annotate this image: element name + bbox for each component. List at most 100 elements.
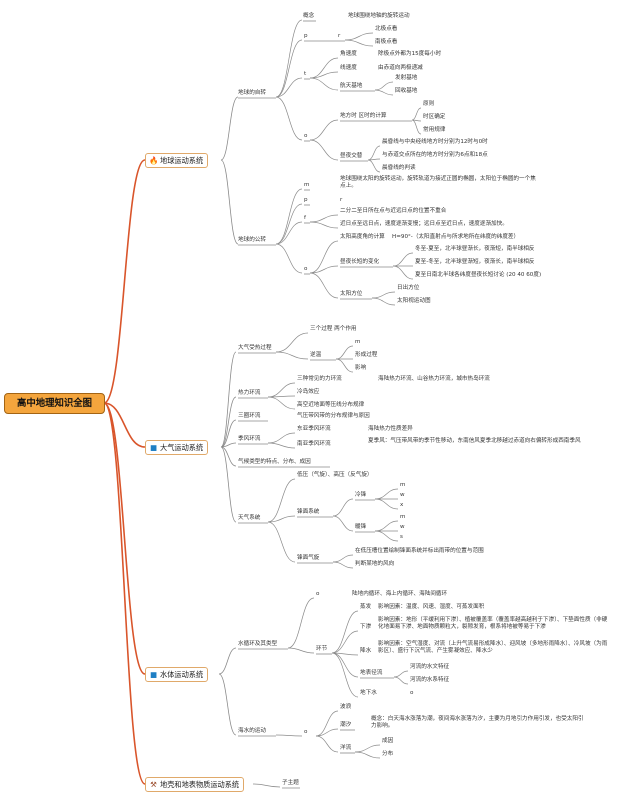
connector [220,396,237,448]
node-surface-runoff[interactable]: 地表径流 [360,670,383,676]
node-launch-base[interactable]: 发射基地 [395,75,418,81]
node-thermal-circulation[interactable]: 热力环流 [238,390,261,396]
node-seawater-motion[interactable]: 海水的运动 [238,728,266,734]
node-recovery-base[interactable]: 回收基地 [395,88,418,94]
connector [267,382,296,398]
node-solar-altitude[interactable]: 太阳高度角的计算 [340,234,385,240]
node-north-pole-view[interactable]: 北极点看 [375,26,398,32]
node-subtopic[interactable]: 子主题 [282,780,299,786]
connector [220,96,239,161]
node-inversion[interactable]: 逆温 [310,352,322,358]
node-waves[interactable]: 波浪 [340,704,352,710]
node-water-cycle[interactable]: 水循环及其类型 [238,641,278,647]
connector [220,159,239,245]
node-space-base[interactable]: 航天基地 [340,83,363,89]
connector [367,145,381,161]
category-water-motion[interactable]: ■水体运动系统 [145,667,209,682]
connector [220,442,237,448]
node-formation[interactable]: 形成过程 [355,352,378,358]
node-o[interactable]: o [304,266,308,272]
connector [374,488,399,500]
node-p[interactable]: p [304,197,308,203]
node-frontal-cyclone[interactable]: 锋面气旋 [297,555,320,561]
node-tides[interactable]: 潮汐 [340,722,352,728]
node-m[interactable]: m [355,339,361,345]
node-linear-speed-text: 由赤道向两极递减 [378,65,423,71]
node-o[interactable]: o [304,729,308,735]
node-sunrise-direction[interactable]: 日出方位 [397,285,420,291]
node-sun-direction[interactable]: 太阳方位 [340,291,363,297]
node-warm-m: m [400,514,406,520]
node-cyclone-anticyclone[interactable]: 低压（气旋）、高压（反气旋） [297,472,373,478]
connector [335,358,354,373]
connector [393,676,409,685]
connector [331,610,359,654]
node-r[interactable]: r [338,33,341,39]
root-title[interactable]: 高中地理知识全图 [4,393,105,414]
node-m[interactable]: m [304,182,310,188]
category-label: 地壳和地表物质运动系统 [160,780,240,789]
node-weather-system[interactable]: 天气系统 [238,515,261,521]
node-o[interactable]: o [304,133,308,139]
connector [267,521,296,563]
node-time-zone[interactable]: 时区确定 [423,114,446,120]
node-south-pole-view[interactable]: 南极点看 [375,39,398,45]
node-day-night[interactable]: 昼夜交替 [340,153,363,159]
node-groundwater-o: o [410,690,414,696]
node-rotation[interactable]: 地球的自转 [238,90,266,96]
node-climate-types[interactable]: 气候类型的特点、分布、成因 [238,459,311,465]
connector [332,561,354,569]
connector [218,647,237,675]
node-three-processes[interactable]: 三个过程 两个作用 [310,326,357,332]
node-revolution[interactable]: 地球的公转 [238,237,266,243]
node-concept[interactable]: 概念 [303,13,315,19]
node-south-asia-monsoon[interactable]: 南亚季风环流 [297,441,331,447]
node-cause[interactable]: 成因 [382,738,394,744]
node-isobar-rule[interactable]: 高空近地面等压线分布规律 [297,402,365,408]
node-distribution[interactable]: 分布 [382,751,394,757]
node-groundwater[interactable]: 地下水 [360,690,377,696]
connector [252,783,281,788]
node-angular-speed[interactable]: 角速度 [340,51,357,57]
node-local-time[interactable]: 地方时 区时的计算 [340,113,387,119]
node-revolution-definition: 地球围绕太阳的旋转运动，旋转轨道为接近正圆的椭圆，太阳位于椭圆的一个焦点上。 [340,176,536,190]
node-cold-island[interactable]: 冷岛效应 [297,389,320,395]
node-cold-front[interactable]: 冷锋 [355,492,367,498]
connector [331,652,359,678]
node-three-circulations[interactable]: 三种常见的力环流 [297,376,342,382]
node-linear-speed[interactable]: 线速度 [340,65,357,71]
connector [371,297,396,306]
category-earth-motion[interactable]: 🔥地球运动系统 [145,153,209,168]
node-heating-process[interactable]: 大气受热过程 [238,345,272,351]
tools-icon: ⚒ [150,780,157,789]
connector [411,119,422,135]
node-precipitation[interactable]: 降水 [360,648,372,654]
node-three-cell[interactable]: 三圈环流 [238,413,261,419]
node-east-asia-monsoon[interactable]: 东亚季风环流 [297,426,331,432]
node-principle[interactable]: 原则 [423,101,435,107]
node-cycle-types: 陆地内循环、海上内循环、海陆间循环 [352,591,448,597]
node-links[interactable]: 环节 [316,646,328,652]
node-front-system[interactable]: 锋面系统 [297,509,320,515]
node-evaporation[interactable]: 蒸发 [360,604,372,610]
node-day-length-3: 夏至日南北半球各纬度昼夜长短讨论 (20 40 60度) [415,272,542,278]
node-r[interactable]: r [340,197,343,203]
node-f[interactable]: f [304,215,306,221]
node-currents[interactable]: 洋流 [340,745,352,751]
category-label: 大气运动系统 [160,443,204,452]
connector [267,442,296,449]
node-common-rule[interactable]: 常用规律 [423,127,446,133]
node-o[interactable]: o [316,591,320,597]
node-influence[interactable]: 影响 [355,365,367,371]
category-crust-motion[interactable]: ⚒地壳和地表物质运动系统 [145,777,245,792]
category-atmosphere-motion[interactable]: ■大气运动系统 [145,440,209,455]
node-concept-text: 地球围绕地轴的旋转运动 [348,13,410,19]
node-warm-front[interactable]: 暖锋 [355,524,367,530]
node-monsoon[interactable]: 季风环流 [238,436,261,442]
connector [335,345,354,360]
node-infiltration[interactable]: 下渗 [360,624,372,630]
node-sun-apparent-motion[interactable]: 太阳视运动图 [397,298,431,304]
node-day-length[interactable]: 昼夜长短的变化 [340,259,380,265]
node-t[interactable]: t [304,71,307,77]
node-p[interactable]: p [304,33,308,39]
